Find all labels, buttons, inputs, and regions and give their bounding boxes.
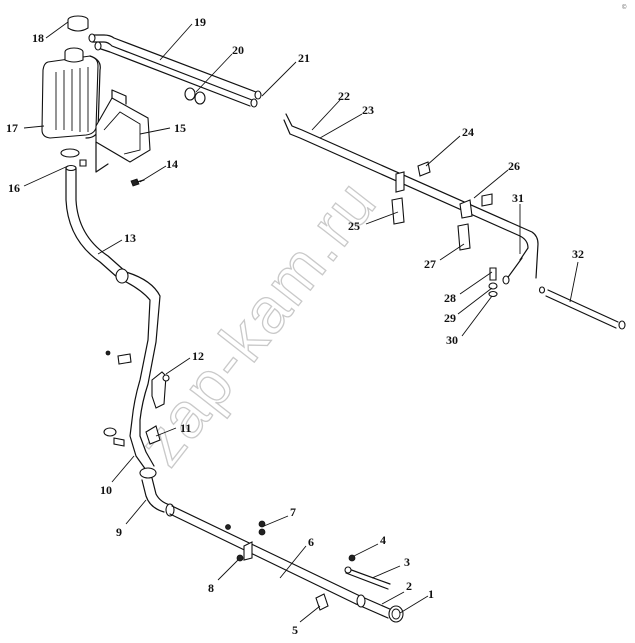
part-11-clip	[145, 425, 161, 445]
callout-10: 10	[100, 483, 112, 497]
callout-15: 15	[174, 121, 186, 135]
callout-numbers: 1 2 3 4 5 6 7 8 9 10 11 12 13 14 15 16 1…	[6, 15, 584, 637]
callout-21: 21	[298, 51, 310, 65]
callout-26: 26	[508, 159, 520, 173]
callout-22: 22	[338, 89, 350, 103]
callout-17: 17	[6, 121, 18, 135]
callout-11: 11	[180, 421, 191, 435]
small-bolt	[105, 350, 132, 365]
part-29-washer	[488, 282, 498, 290]
callout-19: 19	[194, 15, 206, 29]
callout-12: 12	[192, 349, 204, 363]
callout-9: 9	[116, 525, 122, 539]
watermark-text: zap-kam.ru	[124, 166, 390, 478]
part-10-clamp	[103, 427, 125, 447]
callout-16: 16	[8, 181, 20, 195]
part-15-tank-bracket	[95, 89, 151, 173]
part-17-expansion-tank	[41, 47, 101, 139]
callout-31: 31	[512, 191, 524, 205]
part-1-clamp	[388, 605, 404, 623]
part-5-clip	[315, 593, 329, 611]
callout-27: 27	[424, 257, 436, 271]
part-9-elbow	[139, 467, 175, 517]
part-28-bolt	[489, 267, 497, 281]
part-26-fitting	[459, 193, 493, 219]
callout-4: 4	[380, 533, 386, 547]
part-8-nut	[236, 554, 244, 562]
part-20-clamps	[184, 87, 206, 105]
part-32-tube	[538, 286, 626, 330]
part-23-tube	[283, 119, 529, 261]
callout-2: 2	[406, 579, 412, 593]
part-14-bolt	[130, 178, 145, 187]
callout-13: 13	[124, 231, 136, 245]
callout-1: 1	[428, 587, 434, 601]
callout-24: 24	[462, 125, 474, 139]
callout-30: 30	[446, 333, 458, 347]
part-27-clamp	[457, 223, 471, 251]
callout-32: 32	[572, 247, 584, 261]
part-18-cap	[67, 15, 89, 32]
part-22-tube	[285, 113, 539, 279]
part-30-washer	[488, 290, 498, 298]
leader-lines	[23, 21, 579, 623]
corner-mark: ©	[622, 4, 627, 11]
callout-14: 14	[166, 157, 178, 171]
part-31-fitting	[502, 257, 523, 285]
callout-29: 29	[444, 311, 456, 325]
part-3-rod	[344, 566, 391, 590]
part-21-tube-end	[250, 90, 262, 108]
callout-28: 28	[444, 291, 456, 305]
part-4-nut	[348, 554, 356, 562]
part-6-lower-pipe	[169, 505, 361, 605]
part-19-vent-tube	[88, 33, 257, 107]
callout-8: 8	[208, 581, 214, 595]
part-13-hose	[65, 164, 161, 471]
callout-25: 25	[348, 219, 360, 233]
callout-6: 6	[308, 535, 314, 549]
callout-7: 7	[290, 505, 296, 519]
callout-5: 5	[292, 623, 298, 637]
callout-20: 20	[232, 43, 244, 57]
part-2-pipe-end	[355, 594, 393, 619]
callout-3: 3	[404, 555, 410, 569]
part-12-bracket	[151, 371, 170, 409]
part-25-clamp	[391, 171, 405, 225]
callout-23: 23	[362, 103, 374, 117]
part-16-clamp	[60, 148, 87, 167]
part-7-nut	[225, 520, 266, 536]
callout-18: 18	[32, 31, 44, 45]
